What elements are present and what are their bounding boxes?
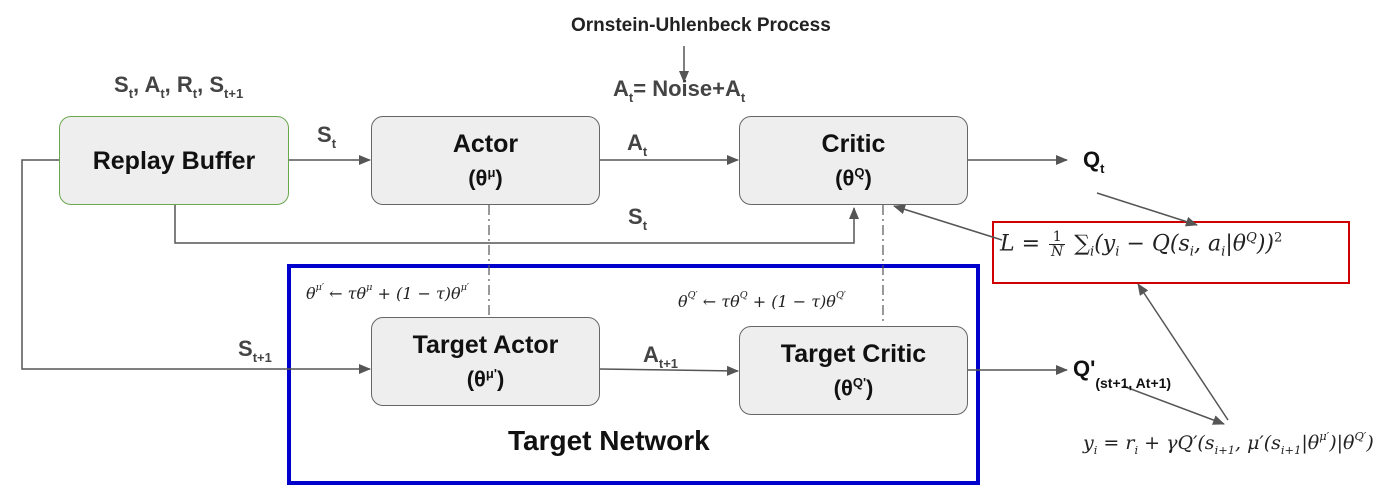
noise-process-label: Ornstein-Uhlenbeck Process xyxy=(571,15,831,36)
replay-buffer-title: Replay Buffer xyxy=(92,146,256,175)
critic-soft-update-equation: θQ′ ← τθQ + (1 − τ)θQ′ xyxy=(678,290,846,311)
actor-param: (θμ) xyxy=(468,164,503,191)
st-edge-label-top: St xyxy=(317,122,337,151)
qt-output-label: Qt xyxy=(1083,147,1105,176)
critic-param: (θQ) xyxy=(835,164,872,191)
transition-tuple-label: St, At, Rt, St+1 xyxy=(114,72,244,101)
target-critic-title: Target Critic xyxy=(780,339,927,368)
actor-title: Actor xyxy=(452,129,519,158)
at1-edge-label: At+1 xyxy=(643,342,679,371)
noise-equation-label: At= Noise+At xyxy=(613,76,746,105)
at-edge-label: At xyxy=(627,130,648,159)
critic-node: Critic (θQ) xyxy=(739,116,968,205)
arrow-loss-to-critic xyxy=(893,204,1003,241)
arrow-y-to-loss xyxy=(1137,283,1229,421)
target-actor-node: Target Actor (θμ') xyxy=(371,317,600,406)
target-actor-title: Target Actor xyxy=(412,330,559,359)
qprime-output-label: Q'(st+1, At+1) xyxy=(1073,356,1172,391)
target-critic-param: (θQ') xyxy=(833,374,874,401)
critic-title: Critic xyxy=(821,129,886,158)
target-actor-param: (θμ') xyxy=(466,365,505,392)
target-critic-node: Target Critic (θQ') xyxy=(739,326,968,415)
replay-buffer-node: Replay Buffer xyxy=(59,116,289,205)
target-network-frame xyxy=(287,264,980,485)
loss-box xyxy=(992,221,1350,284)
arrow-qt-to-loss xyxy=(1096,192,1198,227)
arrow-target-actor-to-target-critic xyxy=(598,365,739,376)
actor-node: Actor (θμ) xyxy=(371,116,600,205)
arrow-qprime-to-y xyxy=(1122,385,1225,425)
arrow-replay-st-to-critic xyxy=(174,205,859,244)
st1-edge-label: St+1 xyxy=(238,336,272,365)
st-edge-label-mid: St xyxy=(628,204,648,233)
actor-soft-update-equation: θμ′ ← τθμ + (1 − τ)θμ′ xyxy=(306,282,470,303)
target-y-equation: yi = ri + γQ′(si+1, μ′(si+1|θμ′)|θQ′) xyxy=(1083,429,1374,457)
target-network-label: Target Network xyxy=(508,425,710,456)
arrow-replay-st1-to-target-actor xyxy=(21,159,371,374)
